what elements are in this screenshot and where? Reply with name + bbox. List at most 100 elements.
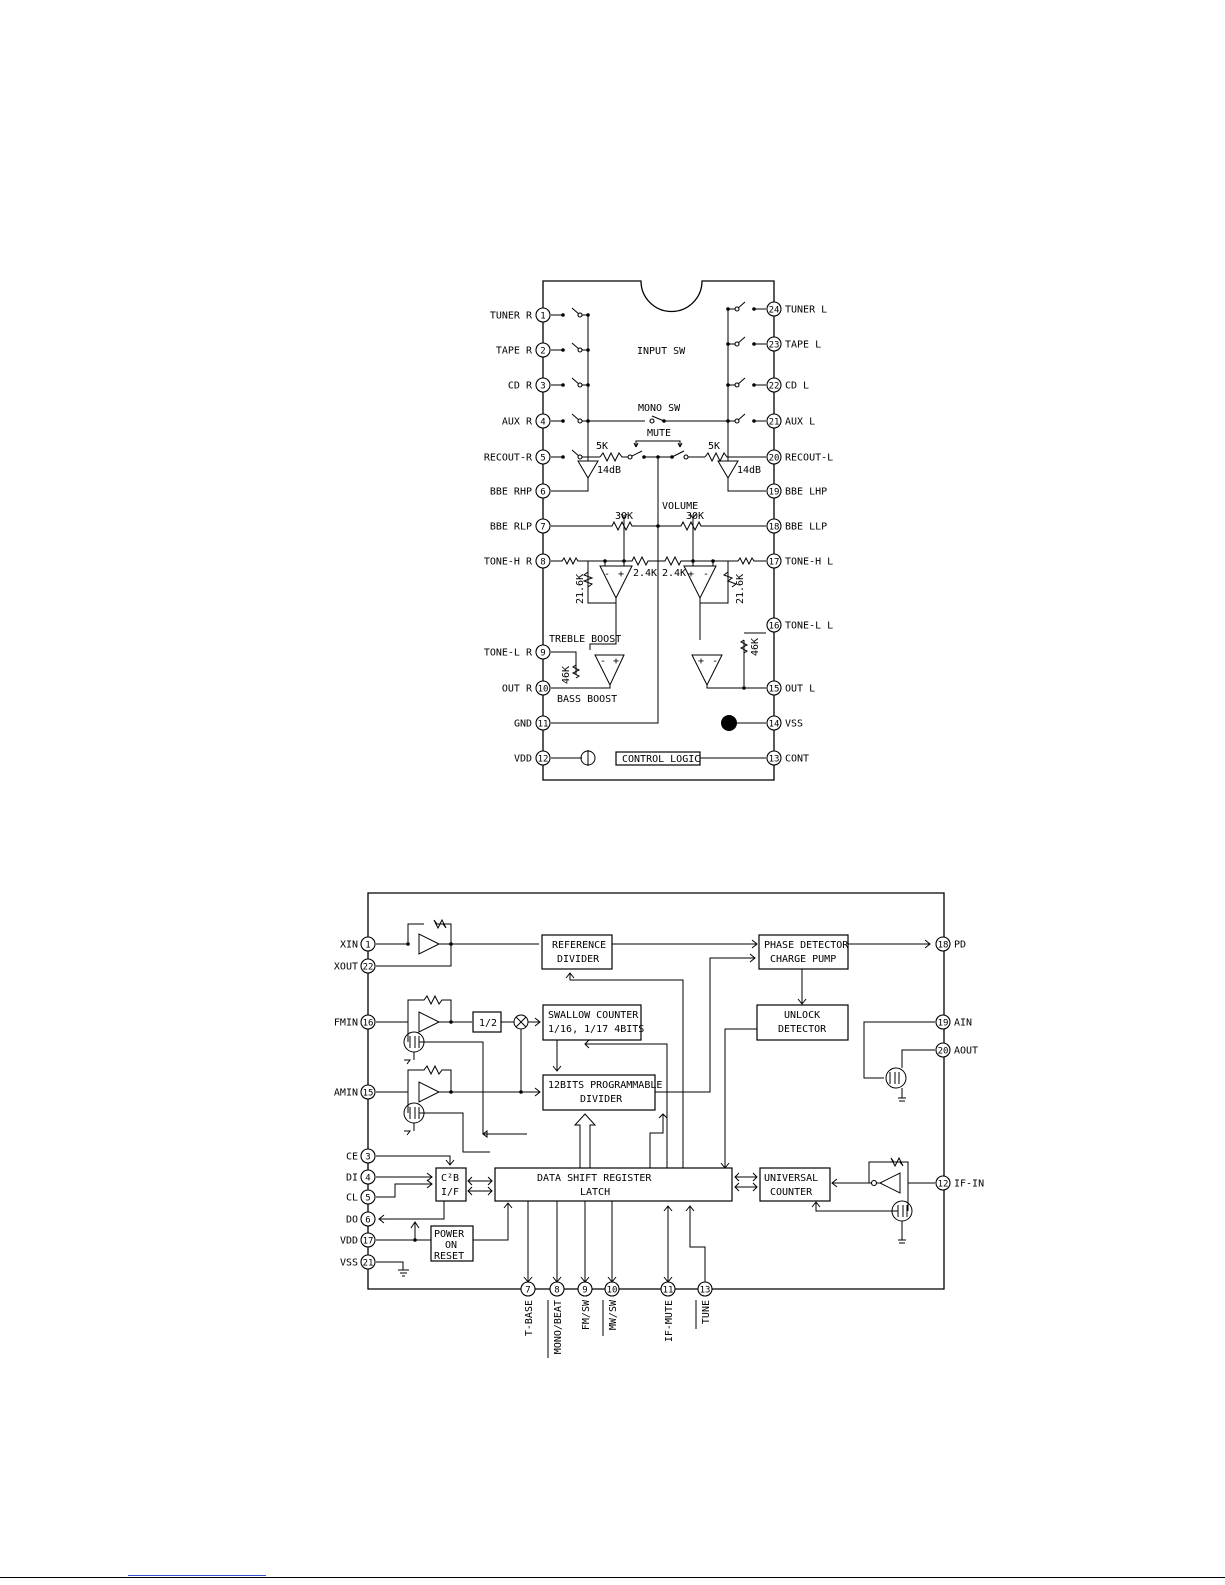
input-sw-label: INPUT SW (637, 346, 686, 357)
ic2-pin-3: 3CE (346, 1148, 376, 1164)
ic1-pin-18: 18 BBE LLP (766, 518, 827, 534)
pin-circle (360, 1014, 376, 1030)
pin-label: MONO/BEAT (553, 1300, 564, 1354)
pin-number: 1 (540, 312, 545, 322)
vdd-line (551, 750, 589, 766)
pin-circle (766, 449, 782, 465)
pin-label: XIN (340, 940, 358, 951)
treble-amp-left (683, 561, 729, 604)
amp-plus-label: + (618, 569, 624, 580)
pin-number: 17 (363, 1237, 374, 1247)
pin-label: OUT L (785, 684, 815, 695)
pin-label: GND (514, 719, 532, 730)
mono-sw-label: MONO SW (638, 403, 681, 414)
pin-number: 20 (938, 1047, 949, 1057)
gain-left-label: 14dB (597, 465, 621, 476)
amp-plus-label: + (698, 656, 704, 667)
pin-label: CD L (785, 381, 809, 392)
ic1-pin-1: 1 TUNER R (490, 307, 551, 323)
recout-right-switch (551, 449, 600, 458)
pin-label: TAPE R (496, 346, 533, 357)
ic2-pin-15: 15 AMIN (334, 1084, 376, 1100)
tone-high-network (551, 555, 766, 567)
pin-circle (360, 1189, 376, 1205)
pin-label: AUX L (785, 417, 815, 428)
pin-label: CL (346, 1193, 358, 1204)
data-shift-register-block (494, 1167, 733, 1202)
bass-boost-label: BASS BOOST (557, 694, 617, 705)
dsr-label: DATA SHIFT REGISTER (537, 1173, 652, 1184)
pin-number: 1 (365, 941, 370, 951)
pin-label: TUNER L (785, 305, 827, 316)
pin-number: 16 (363, 1019, 374, 1029)
pin-circle (535, 342, 551, 358)
treble-boost-label: TREBLE BOOST (549, 634, 621, 645)
pin-circle (535, 307, 551, 323)
pin-circle (360, 1148, 376, 1164)
pin-label: TONE-L R (484, 648, 533, 659)
pin-circle (766, 680, 782, 696)
pin-circle (535, 377, 551, 393)
pin-label: VSS (340, 1258, 358, 1269)
oscillator-inverter (376, 918, 539, 967)
fm-input-amp (376, 994, 472, 1033)
pin-number: 15 (363, 1089, 374, 1099)
pin-number: 17 (769, 558, 780, 568)
pin-number: 2 (540, 347, 545, 357)
ic2-left-pins: 1XIN22XOUT16FMIN15AMIN3CE4DI5CL6DO17VDD2… (334, 936, 376, 1270)
pin-circle (535, 644, 551, 660)
pin-number: 10 (607, 1286, 618, 1296)
pin-number: 9 (582, 1286, 587, 1296)
por-label: POWER (434, 1229, 465, 1240)
resistor-5k-right (599, 451, 630, 463)
pin-number: 18 (938, 941, 949, 951)
pin-circle (766, 518, 782, 534)
pin-label: RECOUT-L (785, 453, 833, 464)
pin-circle (935, 1042, 951, 1058)
aout-fet-icon (885, 1067, 907, 1089)
pin-label: BBE LLP (785, 522, 827, 533)
pin-circle (935, 936, 951, 952)
pin-label: TONE-L L (785, 621, 833, 632)
pin-label: TUNER R (490, 311, 533, 322)
c2b-interface-block (435, 1167, 467, 1202)
pin-label: DO (346, 1215, 358, 1226)
unlock-label: UNLOCK (784, 1010, 820, 1021)
pin-number: 19 (938, 1019, 949, 1029)
uc-label: UNIVERSAL (764, 1173, 818, 1184)
pin-circle (535, 750, 551, 766)
pin-number: 6 (365, 1216, 370, 1226)
pin-label: AMIN (334, 1088, 358, 1099)
pin-number: 18 (769, 523, 780, 533)
pin-number: 8 (540, 558, 545, 568)
pin-circle (360, 958, 376, 974)
pin-label: TAPE L (785, 340, 821, 351)
pin-circle (935, 1175, 951, 1191)
vss-dot (721, 715, 737, 731)
resistor-5k-left (704, 451, 766, 463)
bass-amp-right (551, 654, 625, 689)
mute-label: MUTE (647, 428, 671, 439)
power-on-reset-block (430, 1225, 474, 1262)
pin-label: BBE LHP (785, 487, 827, 498)
pin-circle (360, 1254, 376, 1270)
